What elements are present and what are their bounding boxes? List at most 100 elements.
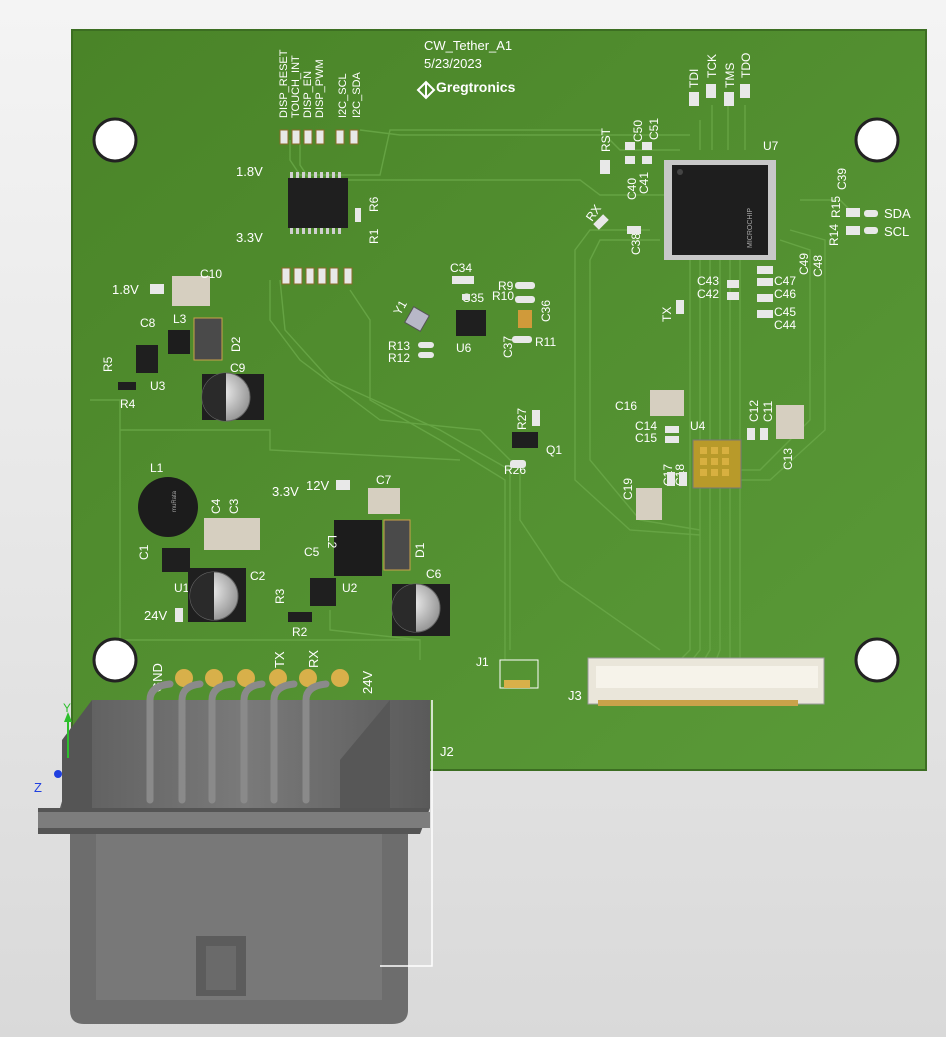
refdes-c44: C44 [774,318,796,332]
axis-triad: Y Z [34,701,72,795]
refdes-c2: C2 [250,569,266,583]
refdes-c7: C7 [376,473,392,487]
axis-z-label: Z [34,780,42,795]
svg-text:muRata: muRata [172,490,178,512]
crystal-y1[interactable] [404,306,430,332]
capacitor-c10 [172,276,210,306]
capacitor-c7 [368,488,400,514]
refdes-c36: C36 [539,300,553,322]
refdes-c42: C42 [697,287,719,301]
inductor-l2[interactable] [334,520,382,576]
capacitor-c16 [650,390,684,416]
ic-u3[interactable] [136,345,158,373]
j2-outline [380,700,433,967]
refdes-c6: C6 [426,567,442,581]
refdes-c9: C9 [230,361,246,375]
label-24v-conn: 24V [360,671,375,694]
mounting-holes [92,117,900,683]
refdes-u7: U7 [763,139,779,153]
refdes-r2: R2 [292,625,308,639]
gregtronics-logo: Gregtronics [416,79,516,100]
ic-u6[interactable] [456,310,486,336]
testpad-scl[interactable] [846,226,860,235]
refdes-r9: R9 [498,279,514,293]
jtag-header[interactable] [689,84,750,106]
signal-labels-top: DISP_RESET TOUCH_INT DISP_EN DISP_PWM I2… [278,49,363,118]
ic-u2[interactable] [310,578,336,606]
mounting-hole-bl [92,637,138,683]
mounting-hole-tl [92,117,138,163]
label-scl: SCL [884,224,909,239]
testpad-1v8 [150,284,164,294]
connector-j1[interactable] [499,659,539,689]
passives-u6 [418,276,535,358]
refdes-c43: C43 [697,274,719,288]
refdes-r3: R3 [273,588,287,604]
refdes-d2: D2 [229,336,243,352]
capacitor-c3 [232,518,260,550]
capacitor-c9 [201,372,264,422]
capacitor-c19 [636,488,662,520]
testpad-rst[interactable] [600,160,610,174]
label-tx: TX [272,651,287,668]
refdes-c46: C46 [774,287,796,301]
refdes-r15: R15 [829,196,843,218]
refdes-c13: C13 [781,448,795,470]
label-tms: TMS [723,63,737,88]
refdes-j1: J1 [476,655,489,669]
refdes-u2: U2 [342,581,358,595]
board-date: 5/23/2023 [424,56,482,71]
diode-d1[interactable] [383,519,411,571]
refdes-c19: C19 [621,478,635,500]
refdes-r13: R13 [388,339,410,353]
label-rst: RST [599,127,613,152]
testpad-sda[interactable] [846,208,860,217]
i2c-resistors [864,210,878,234]
refdes-j2: J2 [440,744,454,759]
resistor-r26 [510,460,526,468]
testpad-rx[interactable] [593,214,609,230]
capacitor-c4 [204,518,232,550]
inductor-l1[interactable]: muRata [132,476,204,538]
transistor-q1[interactable] [512,432,538,448]
diode-d2[interactable] [193,317,223,361]
axis-y-label: Y [63,701,71,715]
refdes-c10: C10 [200,267,222,281]
connector-j2[interactable] [38,680,430,1024]
label-rx: RX [306,650,321,668]
refdes-c40: C40 [625,178,639,200]
mcu-u7[interactable]: MICROCHIP [664,160,776,260]
refdes-r14: R14 [827,224,841,246]
refdes-u1: U1 [174,581,190,595]
label-i2c-sda: I2C_SDA [351,71,363,118]
resistor-r6[interactable] [355,208,361,222]
refdes-c47: C47 [774,274,796,288]
board-title: CW_Tether_A1 [424,38,512,53]
ic-level-shifter[interactable] [288,172,348,234]
refdes-c8: C8 [140,316,156,330]
refdes-l2: L2 [325,535,339,549]
ic-u1[interactable] [162,548,190,572]
mounting-hole-br [854,637,900,683]
refdes-r11: R11 [535,335,556,349]
resistor-r2 [288,612,312,622]
inductor-l3[interactable] [168,330,190,354]
label-24v-left: 24V [144,608,167,623]
refdes-c45: C45 [774,305,796,319]
company-name: Gregtronics [436,79,516,95]
refdes-r5: R5 [101,356,115,372]
resistor-array[interactable] [281,267,353,285]
ic-u4[interactable] [692,439,742,489]
svg-text:MICROCHIP: MICROCHIP [747,208,754,248]
u4-small-caps [665,426,768,486]
refdes-r1: R1 [367,228,381,244]
refdes-c39: C39 [835,168,849,190]
connector-j3[interactable] [587,657,825,706]
refdes-c34: C34 [450,261,472,275]
refdes-c49: C49 [797,253,811,275]
refdes-c51: C51 [647,118,661,140]
refdes-u4: U4 [690,419,706,433]
resistor-r4 [118,382,136,390]
refdes-y1: Y1 [390,298,410,318]
